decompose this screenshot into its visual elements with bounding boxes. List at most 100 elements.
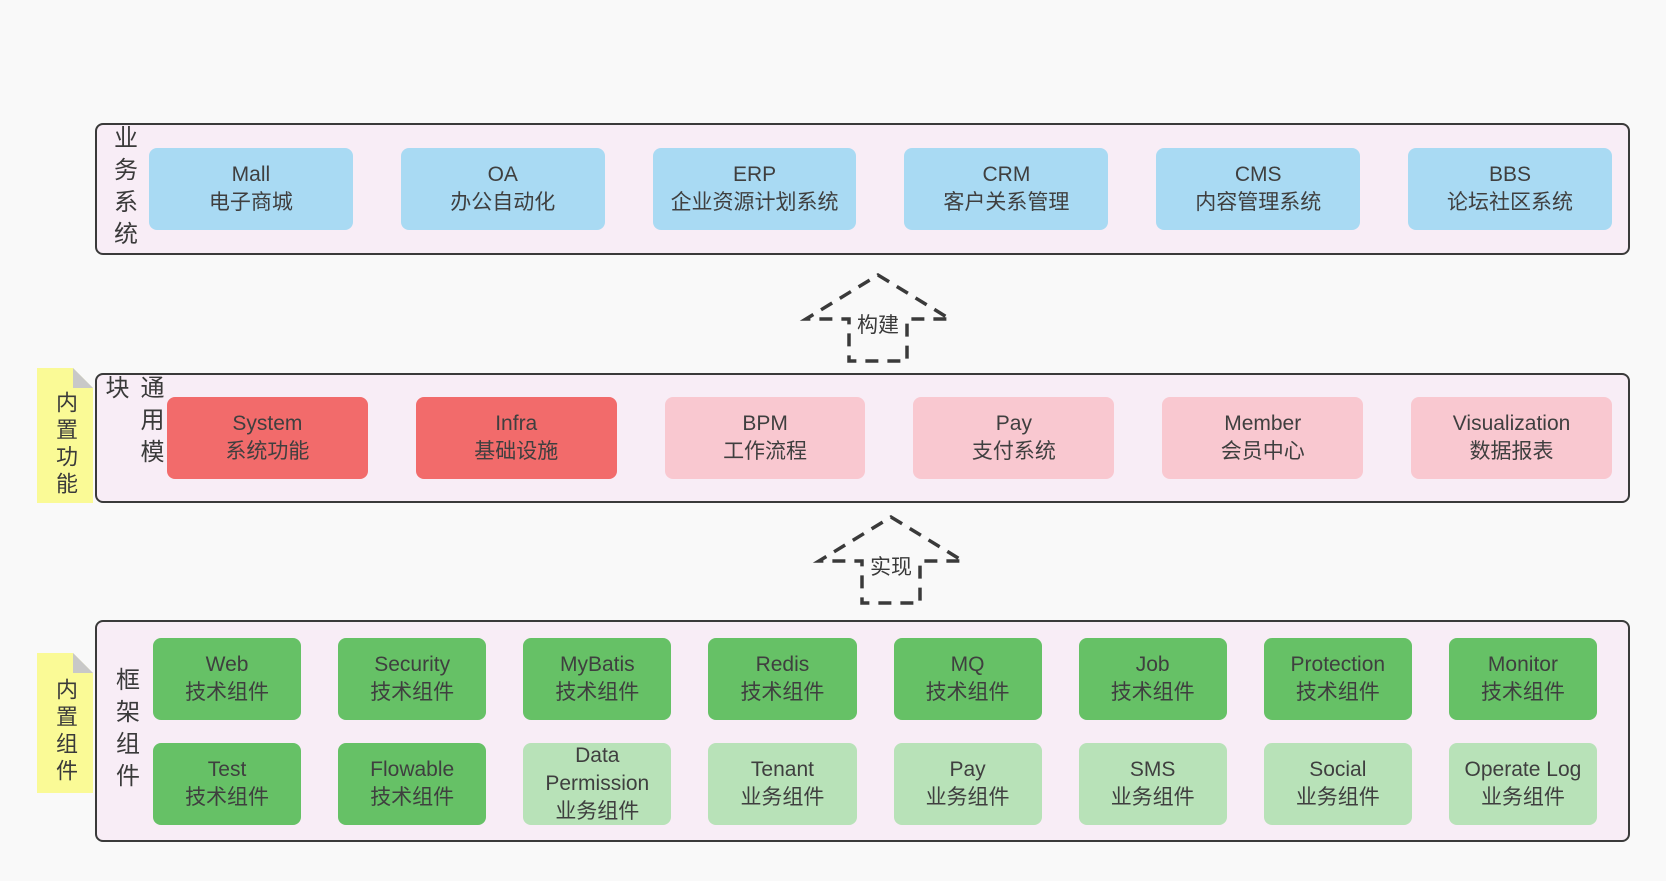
- sticky-built-in-components: 内置组件: [37, 653, 93, 793]
- box-english-name: MQ: [950, 652, 985, 676]
- box-row: System 系统功能 Infra 基础设施 BPM 工作流程 Pay 支付系统…: [167, 397, 1612, 479]
- arrow-implement: 实现: [812, 514, 970, 606]
- box-english-name: Test: [207, 757, 247, 781]
- box-mall: Mall 电子商城: [149, 148, 353, 230]
- box-member: Member 会员中心: [1162, 397, 1364, 479]
- box-web: Web 技术组件: [153, 637, 302, 720]
- box-chinese-name: 企业资源计划系统: [670, 191, 839, 214]
- dashed-up-arrow-icon: [799, 272, 957, 363]
- box-row: Web 技术组件 Security 技术组件 MyBatis 技术组件 Redi…: [153, 637, 1597, 720]
- box-chinese-name: 业务组件: [555, 799, 640, 823]
- dashed-up-arrow-icon: [812, 514, 970, 605]
- box-chinese-name: 业务组件: [1295, 785, 1380, 809]
- box-tenant: Tenant 业务组件: [708, 742, 857, 825]
- box-english-name: Pay: [995, 412, 1032, 435]
- box-english-name: Operate Log: [1464, 757, 1582, 781]
- box-english-name: Flowable: [370, 757, 455, 781]
- box-english-name: SMS: [1129, 757, 1176, 781]
- box-chinese-name: 技术组件: [370, 785, 455, 809]
- box-english-name: Monitor: [1487, 652, 1558, 676]
- box-chinese-name: 技术组件: [925, 680, 1010, 704]
- box-cms: CMS 内容管理系统: [1156, 148, 1361, 230]
- band-rows-framework-components: Web 技术组件 Security 技术组件 MyBatis 技术组件 Redi…: [153, 622, 1628, 840]
- fold-corner-icon: [73, 653, 93, 673]
- band-common-modules: 通用模块 System 系统功能 Infra 基础设施 BPM 工作流程 Pay…: [95, 373, 1630, 503]
- box-job: Job 技术组件: [1078, 637, 1227, 720]
- box-english-name: OA: [487, 163, 518, 186]
- box-chinese-name: 技术组件: [370, 680, 455, 704]
- fold-corner-icon: [73, 368, 93, 388]
- box-chinese-name: 数据报表: [1469, 440, 1554, 463]
- box-infra: Infra 基础设施: [415, 397, 617, 479]
- box-english-name: Protection: [1290, 652, 1386, 676]
- box-operate-log: Operate Log 业务组件: [1448, 742, 1597, 825]
- box-social: Social 业务组件: [1263, 742, 1412, 825]
- sticky-built-in-components-label: 内置组件: [53, 678, 78, 786]
- box-english-name: Tenant: [750, 757, 814, 781]
- box-redis: Redis 技术组件: [708, 637, 857, 720]
- box-english-name: BBS: [1489, 163, 1532, 186]
- box-chinese-name: 系统功能: [225, 440, 310, 463]
- box-security: Security 技术组件: [338, 637, 487, 720]
- box-english-name: Infra: [495, 412, 538, 435]
- box-chinese-name: 技术组件: [1295, 680, 1380, 704]
- box-chinese-name: 技术组件: [1480, 680, 1565, 704]
- arrow-implement-label: 实现: [866, 550, 916, 581]
- box-chinese-name: 技术组件: [185, 785, 270, 809]
- box-english-name: Social: [1309, 757, 1367, 781]
- arrow-build-label: 构建: [853, 308, 903, 339]
- box-chinese-name: 技术组件: [740, 680, 825, 704]
- box-mybatis: MyBatis 技术组件: [523, 637, 672, 720]
- box-chinese-name: 技术组件: [1110, 680, 1195, 704]
- sticky-built-in-features: 内置功能: [37, 368, 93, 503]
- box-english-name: CMS: [1234, 163, 1282, 186]
- box-chinese-name: 技术组件: [555, 680, 640, 704]
- box-english-name: Mall: [231, 163, 271, 186]
- box-mq: MQ 技术组件: [893, 637, 1042, 720]
- box-chinese-name: 电子商城: [208, 191, 293, 214]
- box-oa: OA 办公自动化: [400, 148, 605, 230]
- box-chinese-name: 业务组件: [1110, 785, 1195, 809]
- box-sms: SMS 业务组件: [1078, 742, 1227, 825]
- band-label-common-modules: 通用模块: [101, 375, 163, 471]
- band-rows-business-systems: Mall 电子商城 OA 办公自动化 ERP 企业资源计划系统 CRM 客户关系…: [149, 125, 1628, 253]
- box-system: System 系统功能: [167, 397, 368, 479]
- box-english-name: Member: [1224, 412, 1302, 435]
- box-chinese-name: 基础设施: [474, 440, 559, 463]
- box-visualization: Visualization 数据报表: [1411, 397, 1612, 479]
- band-framework-components: 框架组件 Web 技术组件 Security 技术组件 MyBatis 技术组件…: [95, 620, 1630, 842]
- box-english-name: Job: [1135, 652, 1170, 676]
- box-english-name: CRM: [982, 163, 1031, 186]
- box-monitor: Monitor 技术组件: [1448, 637, 1597, 720]
- box-chinese-name: 工作流程: [723, 440, 808, 463]
- box-pay: Pay 业务组件: [893, 742, 1042, 825]
- box-chinese-name: 会员中心: [1220, 440, 1305, 463]
- box-row: Test 技术组件 Flowable 技术组件 Data Permission …: [153, 742, 1597, 825]
- box-chinese-name: 论坛社区系统: [1447, 191, 1574, 214]
- box-chinese-name: 办公自动化: [450, 191, 556, 214]
- box-chinese-name: 客户关系管理: [943, 191, 1070, 214]
- box-erp: ERP 企业资源计划系统: [652, 148, 857, 230]
- box-bpm: BPM 工作流程: [664, 397, 866, 479]
- box-english-name: System: [232, 412, 303, 435]
- box-chinese-name: 内容管理系统: [1195, 191, 1322, 214]
- band-label-framework-components: 框架组件: [111, 667, 139, 795]
- box-english-name: Web: [205, 652, 249, 676]
- box-data-permission: Data Permission 业务组件: [523, 742, 672, 825]
- box-chinese-name: 支付系统: [971, 440, 1056, 463]
- box-pay: Pay 支付系统: [913, 397, 1115, 479]
- box-english-name: Visualization: [1452, 412, 1571, 435]
- box-english-name: Data Permission: [545, 743, 650, 795]
- box-crm: CRM 客户关系管理: [904, 148, 1109, 230]
- box-flowable: Flowable 技术组件: [338, 742, 487, 825]
- band-business-systems: 业务系统 Mall 电子商城 OA 办公自动化 ERP 企业资源计划系统 CRM…: [95, 123, 1630, 255]
- box-protection: Protection 技术组件: [1263, 637, 1412, 720]
- box-english-name: Security: [374, 652, 451, 676]
- box-english-name: Pay: [949, 757, 986, 781]
- band-rows-common-modules: System 系统功能 Infra 基础设施 BPM 工作流程 Pay 支付系统…: [167, 375, 1628, 501]
- box-chinese-name: 业务组件: [1480, 785, 1565, 809]
- box-chinese-name: 业务组件: [740, 785, 825, 809]
- box-english-name: MyBatis: [559, 652, 635, 676]
- box-chinese-name: 业务组件: [925, 785, 1010, 809]
